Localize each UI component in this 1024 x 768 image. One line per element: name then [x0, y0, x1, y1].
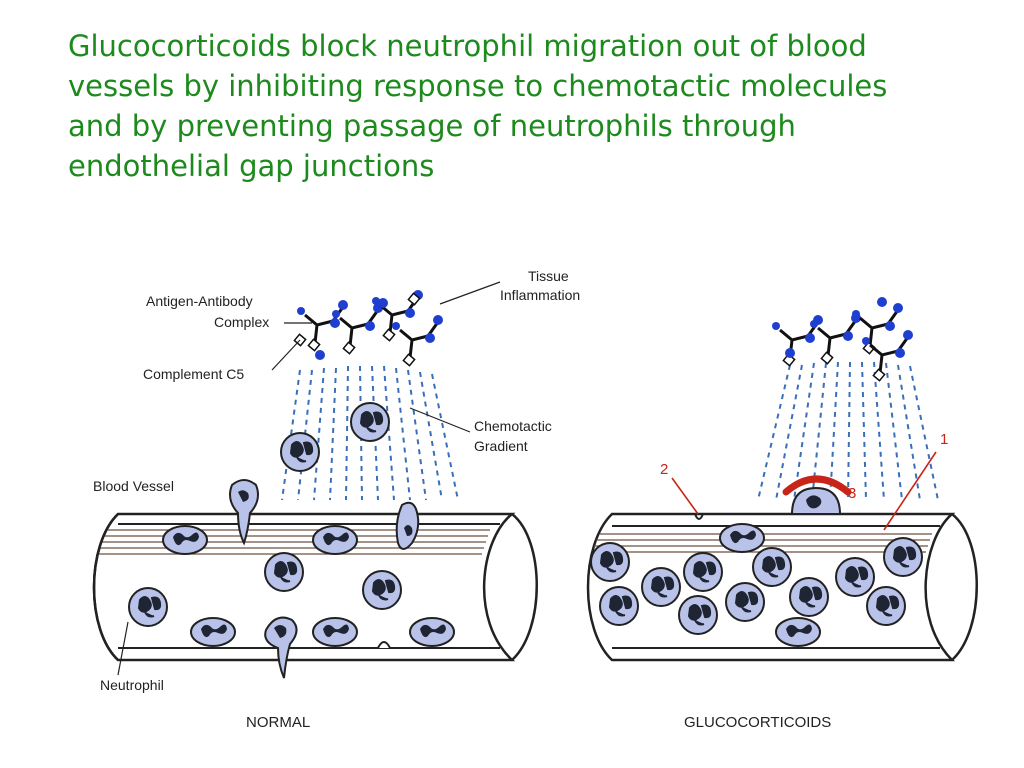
- neutrophil-cell: [641, 567, 681, 607]
- normal-caption: NORMAL: [246, 714, 310, 731]
- complement-c5-label: Complement C5: [143, 366, 244, 382]
- neutrophil-cell: [835, 557, 875, 597]
- tissue-label-2: Inflammation: [500, 287, 580, 303]
- neutrophil-cell: [264, 552, 304, 592]
- neutrophils-left: [128, 402, 455, 679]
- neutrophil-cell: [312, 525, 358, 555]
- neutrophil-label: Neutrophil: [100, 677, 164, 693]
- neutrophil-cell: [590, 542, 630, 582]
- neutrophil-cell: [190, 617, 236, 647]
- neutrophil-cell: [719, 523, 765, 553]
- tissue-label-1: Tissue: [528, 268, 569, 284]
- neutrophil-cell: [883, 537, 923, 577]
- block-arc: [782, 475, 852, 496]
- neutrophil-cell: [312, 617, 358, 647]
- neutrophil-cell: [752, 547, 792, 587]
- neutrophil-cell: [128, 587, 168, 627]
- blood-vessel-label: Blood Vessel: [93, 478, 174, 494]
- neutrophil-cell: [599, 586, 639, 626]
- neutrophil-cell: [775, 617, 821, 647]
- marker-2: 2: [660, 461, 668, 478]
- neutrophil-cell: [678, 595, 718, 635]
- neutrophil-cell: [866, 586, 906, 626]
- chemotactic-label-1: Chemotactic: [474, 418, 552, 434]
- glucocorticoids-caption: GLUCOCORTICOIDS: [684, 714, 831, 731]
- chemotactic-gradient-right: [757, 361, 939, 501]
- neutrophils-right: [590, 475, 923, 647]
- normal-panel: Antigen-Antibody Complex Complement C5 T…: [92, 268, 580, 731]
- leader-lines-right: [671, 451, 937, 531]
- antigen-antibody-complex-right: [770, 297, 915, 383]
- slide-title: Glucocorticoids block neutrophil migrati…: [68, 26, 968, 186]
- title-line-1: Glucocorticoids block neutrophil migrati…: [68, 29, 867, 63]
- title-line-3: and by preventing passage of neutrophils…: [68, 109, 796, 143]
- chemotactic-label-2: Gradient: [474, 438, 528, 454]
- neutrophil-cell: [350, 402, 390, 442]
- marker-1: 1: [940, 431, 948, 448]
- antigen-antibody-complex-left: [293, 288, 445, 368]
- neutrophil-cell: [409, 617, 455, 647]
- neutrophil-cell: [789, 577, 829, 617]
- chemotactic-gradient-left: [281, 365, 459, 501]
- glucocorticoids-panel: 2 1 3 GLUCOCORTICOIDS: [586, 297, 978, 731]
- antigen-antibody-label-1: Antigen-Antibody: [146, 293, 253, 309]
- neutrophil-cell: [162, 525, 208, 555]
- neutrophil-cell: [725, 582, 765, 622]
- leader-lines-left: [117, 281, 501, 676]
- title-line-2: vessels by inhibiting response to chemot…: [68, 69, 888, 103]
- neutrophil-cell: [362, 570, 402, 610]
- neutrophil-cell: [280, 432, 320, 472]
- blocked-neutrophil: [782, 475, 852, 515]
- marker-3: 3: [848, 485, 856, 502]
- neutrophil-cell: [683, 552, 723, 592]
- title-line-4: endothelial gap junctions: [68, 149, 435, 183]
- antigen-antibody-label-2: Complex: [214, 314, 269, 330]
